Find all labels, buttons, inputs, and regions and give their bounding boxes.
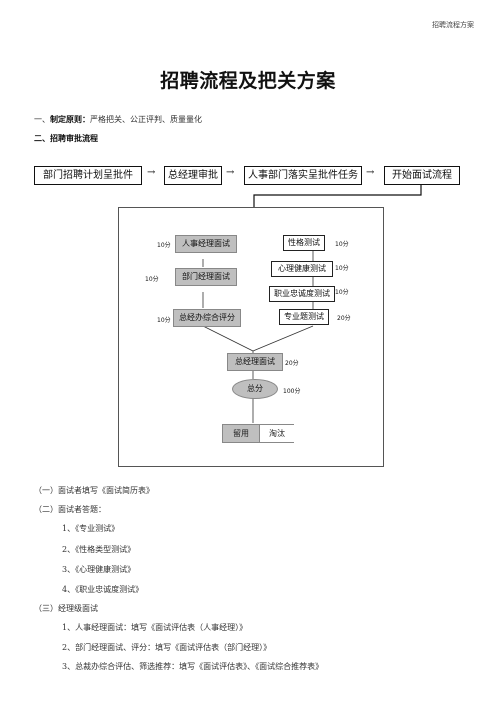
score-label: 100分	[283, 388, 301, 395]
principle-line: 一、制定原则：严格把关、公正评判、质量量化	[34, 114, 202, 125]
score-label: 20分	[285, 360, 299, 367]
score-label: 10分	[157, 317, 171, 324]
list-item: 2、《性格类型测试》	[62, 545, 136, 554]
principle-prefix: 一、	[34, 115, 50, 124]
top-flow: 部门招聘计划呈批件 → 总经理审批 → 人事部门落实呈批件任务 → 开始面试流程	[34, 164, 464, 207]
list-item: 3、总裁办综合评估、筛选推荐：填写《面试评估表》、《面试综合推荐表》	[62, 662, 324, 671]
header-note: 招聘流程方案	[432, 21, 474, 29]
interview-diagram: 人事经理面试 10分 部门经理面试 10分 总经办综合评分 10分 性格测试 1…	[118, 207, 384, 467]
diagram-lines	[202, 250, 314, 423]
node-hr-manager-interview: 人事经理面试	[175, 235, 237, 253]
list-item: 3、《心理健康测试》	[62, 565, 136, 574]
score-label: 10分	[335, 289, 349, 296]
result-eliminate: 淘汰	[259, 425, 294, 442]
node-personality-test: 性格测试	[283, 235, 325, 251]
page-title: 招聘流程及把关方案	[160, 70, 336, 92]
list-item: （一）面试者填写《面试简历表》	[34, 486, 154, 495]
principle-text: 严格把关、公正评判、质量量化	[90, 115, 202, 124]
principle-label: 制定原则：	[50, 114, 90, 124]
score-label: 10分	[335, 265, 349, 272]
arrow-icon: →	[226, 167, 235, 178]
flow-connector	[253, 185, 422, 207]
score-label: 20分	[337, 315, 351, 322]
result-box: 留用 淘汰	[222, 424, 294, 443]
arrow-icon: →	[147, 167, 156, 178]
list-item: 1、人事经理面试：填写《面试评估表（人事经理）》	[62, 623, 248, 632]
node-loyalty-test: 职业忠诚度测试	[269, 286, 335, 302]
list-item: 2、部门经理面试、评分：填写《面试评估表（部门经理）》	[62, 643, 272, 652]
list-item: （二）面试者答题：	[34, 505, 106, 514]
list-item: 4、《职业忠诚度测试》	[62, 585, 144, 594]
node-office-scoring: 总经办综合评分	[173, 309, 241, 327]
score-label: 10分	[157, 242, 171, 249]
node-dept-manager-interview: 部门经理面试	[175, 268, 237, 286]
list-item: 1、《专业测试》	[62, 524, 120, 533]
node-professional-test: 专业题测试	[279, 309, 329, 325]
node-total-score: 总分	[232, 379, 278, 399]
node-gm-interview: 总经理面试	[227, 353, 283, 371]
score-label: 10分	[335, 241, 349, 248]
result-hire: 留用	[223, 425, 259, 442]
score-label: 10分	[145, 276, 159, 283]
flow-box-gm-approval: 总经理审批	[164, 166, 222, 185]
section-heading-approval: 二、招聘审批流程	[34, 133, 98, 143]
node-mental-health-test: 心理健康测试	[271, 261, 333, 277]
arrow-icon: →	[366, 167, 375, 178]
flow-box-hr-task: 人事部门落实呈批件任务	[244, 166, 362, 185]
flow-box-plan: 部门招聘计划呈批件	[34, 166, 142, 185]
flow-box-start-interview: 开始面试流程	[384, 166, 460, 185]
list-item: （三）经理级面试	[34, 604, 98, 613]
